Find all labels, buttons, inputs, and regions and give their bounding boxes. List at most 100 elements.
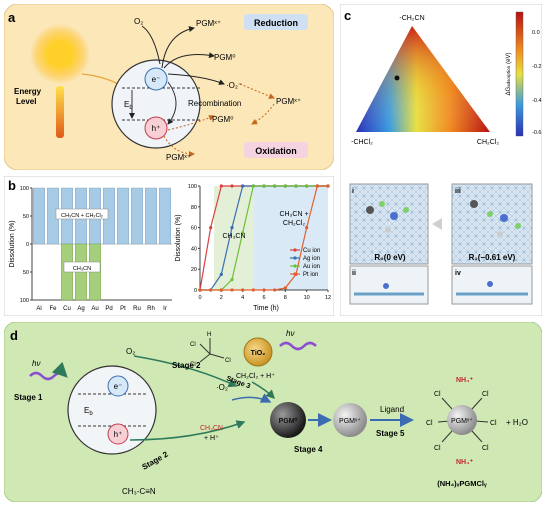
atom: [366, 206, 374, 214]
x-tick-label: 4: [241, 295, 244, 301]
subpanel-iv-label: iv: [455, 270, 461, 277]
panel-c: c -CH₂CN -CHCl₂ CH₂Cl₂ 0.0 -0.2 -0.4 -0.…: [339, 3, 543, 317]
colorbar-label: ΔGadsorption(eV): [506, 52, 512, 95]
atom: [515, 223, 521, 229]
point-au-ion: [262, 184, 266, 188]
y-tick-label: 40: [191, 246, 197, 252]
left-legend-top-box: [55, 208, 109, 220]
r0-label: R₀(0 eV): [374, 253, 406, 262]
point-ag-ion: [241, 184, 245, 188]
atom: [497, 231, 503, 237]
x-tick-label: Ru: [133, 306, 141, 312]
legend-marker-au-ion: [293, 264, 297, 268]
point-pt-ion: [283, 286, 287, 290]
y-tick-label: 100: [188, 184, 197, 190]
x-tick-label: Ir: [163, 306, 167, 312]
y-tick-label: 80: [191, 205, 197, 211]
hole-label-d: h⁺: [114, 430, 123, 439]
x-tick-label: 12: [325, 295, 331, 301]
atom: [390, 212, 398, 220]
region1-label: CH₃CN: [222, 233, 245, 240]
atom: [385, 227, 391, 233]
ternary-point: [394, 75, 400, 81]
electron-circle-d: [107, 375, 129, 397]
cbar-label-main: ΔG: [506, 87, 512, 96]
oxidation-box: [244, 142, 308, 158]
hv2-label: hν: [286, 329, 294, 338]
legend-marker-ag-ion: [293, 256, 297, 260]
region-ch3cn-ch2cl2: [254, 186, 328, 290]
eb-sub: b: [129, 105, 133, 111]
complex-center: [447, 405, 477, 435]
stage4-label: Stage 4: [294, 445, 323, 454]
point-au-ion: [230, 278, 234, 282]
subpanel-ii: [349, 265, 429, 305]
photocatalyst-circle: [111, 59, 201, 149]
cbar-label-unit: (eV): [506, 52, 512, 63]
chcl3-h: H: [207, 332, 211, 338]
oxidation-arrow-2: [163, 135, 195, 157]
reduction-arrow-2: [163, 52, 215, 69]
pgmx-label-d: PGMˣ⁺: [339, 418, 361, 425]
point-pt-ion: [230, 288, 234, 292]
o2-in-arrow: [141, 25, 161, 65]
right-chart-lines: [198, 184, 330, 292]
water-label: + H₂O: [506, 418, 528, 427]
eb-main-d: E: [84, 406, 89, 415]
x-tick-label: 0: [198, 295, 201, 301]
panel-a: a Energy Level Reduction Oxidation Recom…: [3, 3, 335, 171]
ligand-label: Ligand: [380, 405, 404, 414]
electron-circle: [144, 67, 168, 91]
superoxide-arrow: [239, 83, 275, 99]
atom: [470, 200, 478, 208]
electron-label: e⁻: [152, 75, 161, 84]
region2-label-2: CH₂Cl₂: [283, 220, 305, 227]
light-wave-1: [29, 361, 68, 381]
stage2-top-arrow: [133, 355, 238, 387]
cbar-tick-0: 0.0: [532, 30, 540, 36]
stage2-bottom-arrow: [129, 420, 246, 441]
panel-d: d hν Stage 1 e⁻ h⁺ Eb O₂ Stage 2 Stage 2…: [3, 321, 543, 503]
point-pt-ion: [273, 288, 277, 292]
oxidation-label: Oxidation: [255, 146, 297, 156]
hv1-label: hν: [32, 359, 40, 368]
x-tick-label: 2: [220, 295, 223, 301]
cl-3: Cl: [426, 420, 433, 427]
point-au-ion: [241, 231, 245, 235]
o2-radical-label-d: ·O₂⁻: [216, 383, 232, 392]
x-tick-label: 10: [304, 295, 310, 301]
x-tick-label: Pd: [105, 306, 112, 312]
chcl3-cl-3: Cl: [225, 358, 231, 364]
sun-core: [46, 40, 74, 68]
subpanel-i-lattice: [350, 184, 428, 264]
panel-c-label: c: [344, 8, 351, 23]
electron-label-d: e⁻: [114, 382, 123, 391]
tio2-label: TiO₂: [251, 350, 266, 357]
point-cu-ion: [209, 226, 213, 230]
bond: [199, 343, 211, 355]
x-tick-label: Fe: [49, 306, 57, 312]
subpanel-iii-label: iii: [455, 188, 461, 195]
pgm-x-bottom-label: PGMˣ⁺: [166, 153, 191, 162]
h-plus-label: + H⁺: [204, 435, 219, 442]
panel-d-label: d: [10, 328, 18, 343]
pgm0-mid-label: PGM⁰: [212, 115, 233, 124]
point-cu-ion: [219, 184, 223, 188]
point-pt-ion: [262, 288, 266, 292]
pgm-x-right-label: PGMˣ⁺: [276, 97, 301, 106]
right-chart-xlabel: Time (h): [253, 305, 279, 312]
cbar-tick-1: -0.2: [532, 64, 541, 70]
point-au-ion: [273, 184, 277, 188]
chcl3-cl-2: Cl: [190, 362, 196, 368]
legend-label-au-ion: Au ion: [303, 264, 320, 270]
y-tick-label: 50: [23, 214, 29, 220]
transition-arrow-icon: [432, 218, 442, 230]
cl-2: Cl: [482, 391, 489, 398]
atom: [379, 201, 385, 207]
point-pt-ion: [315, 184, 319, 188]
reduction-arrow-1: [161, 26, 195, 69]
legend-marker-pt-ion: [293, 272, 297, 276]
ch2cn-label: CH₂CN: [200, 425, 223, 432]
